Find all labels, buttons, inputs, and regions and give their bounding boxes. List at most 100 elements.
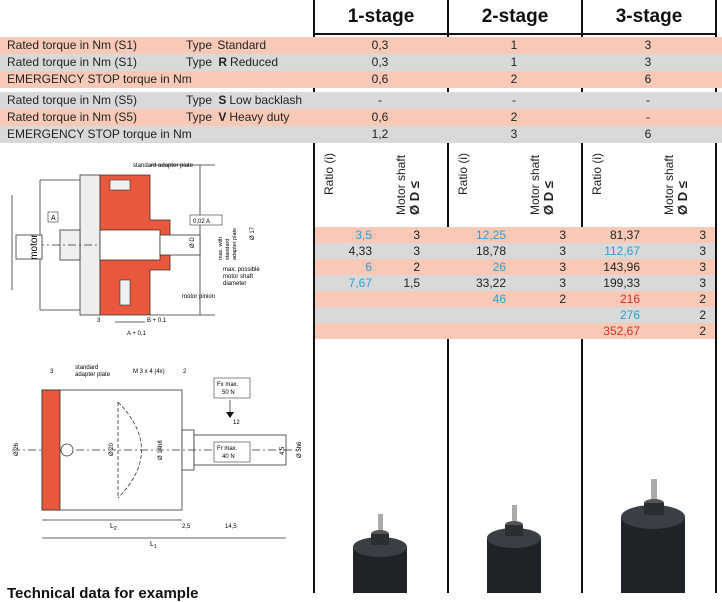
spec-value-1-stage: 0,6 [371,110,389,124]
spec-value-3-stage: 6 [644,72,652,86]
drawing2-o20: Ø 20 [109,442,115,456]
ratio-value: 199,33 [603,276,640,290]
shaft-value: 3 [699,276,706,290]
gearbox-photo-2-stage [487,505,541,593]
drawing1-dim-a: A + 0,1 [127,331,147,337]
shaft-value: 3 [699,228,706,242]
type-prefix: Type [186,55,213,69]
drawing1-dim-b: B + 0,1 [147,318,167,324]
spec-row-type: Type Standard [186,37,266,54]
spec-value-2-stage: 3 [510,127,518,141]
ratio-value: 216 [619,292,640,306]
type-description: Low backlash [229,93,303,107]
spec-value-3-stage: 3 [644,38,652,52]
header-2-stage: 2-stage [481,6,549,27]
type-letter: S [218,93,227,107]
spec-value-1-stage: 0,3 [371,55,389,69]
drawing2-fx-label: Fx max. [217,382,239,388]
header-1-stage: 1-stage [347,6,415,27]
type-prefix: Type [186,38,213,52]
ratio-value: 7,67 [348,276,372,290]
header-3-stage: 3-stage [615,6,683,27]
drawing2-l2: L [110,523,114,530]
drawing1-pinion: motor pinion [182,294,215,300]
ratio-row: 46 2 216 2 [315,291,715,307]
type-letter: V [218,110,227,124]
spec-row-label: Rated torque in Nm (S1) [7,55,138,69]
spec-value-1-stage: 0,3 [371,38,389,52]
spec-value-2-stage: 2 [510,72,518,86]
shaft-value: 3 [413,228,420,242]
ratio-header: Ratio (i) [322,152,336,195]
ratio-value: 3,5 [355,228,372,242]
ratio-value: 4,33 [348,244,372,258]
spec-value-3-stage: - [646,93,650,107]
type-description: Reduced [230,55,279,69]
column-divider-4 [715,0,717,593]
drawing2-dim-25: 2,5 [182,524,191,530]
ratio-value: 352,67 [603,324,640,338]
column-divider-1 [313,0,315,593]
spec-value-2-stage: - [512,93,516,107]
gearbox-section-drawing: motor A standard adapter plate 0,02 A Ø … [11,163,260,337]
ratio-row: 3,5 3 12,25 3 81,37 3 [315,227,715,243]
shaft-value: 2 [699,292,706,306]
drawing1-motor-label: motor [29,234,40,260]
shaft-value: 3 [559,260,566,274]
drawing2-l1: L [150,541,154,548]
drawing2-adapter-plate: adapter plate [75,372,111,378]
ratio-value: 6 [365,260,372,274]
spec-value-2-stage: 1 [510,38,518,52]
motor-shaft-header: Motor shaft [528,154,542,215]
spec-value-1-stage: 0,6 [371,72,389,86]
drawing2-fr-value: 40 N [222,454,235,460]
shaft-value: 3 [699,260,706,274]
svg-text:L2: L2 [110,523,117,532]
shaft-value: 3 [699,244,706,258]
ratio-value: 112,67 [604,244,640,258]
spec-row-label: Rated torque in Nm (S1) [7,38,138,52]
svg-text:L1: L1 [150,541,157,550]
type-letter: R [218,55,228,69]
type-description: Standard [217,38,267,52]
drawing2-fr-label: Fr max. [217,446,238,452]
drawing2-dim-2: 2 [183,369,187,375]
drawing1-o17: Ø 17 [250,226,256,240]
shaft-value: 2 [559,292,566,306]
drawing2-l1-sub: 1 [154,544,157,550]
drawing2-dim-45: 4,5 [280,446,286,455]
motor-shaft-diameter-header: Ø D ≤ [407,181,422,215]
ratio-value: 143,96 [603,260,640,274]
ratio-value: 18,78 [475,244,506,258]
spec-value-1-stage: - [378,93,382,107]
drawing2-o26: Ø 26 [14,442,20,456]
drawing2-standard: standard [75,365,98,371]
ratio-value: 46 [492,292,506,306]
drawing1-diameter: diameter [223,281,246,287]
drawing1-max-possible: max. possible [223,267,260,273]
drawing2-fx-value: 50 N [222,390,235,396]
ratio-value: 81,37 [609,228,640,242]
motor-shaft-diameter-header: Ø D ≤ [675,181,690,215]
ratio-value: 12,25 [475,228,506,242]
drawing2-o14: Ø 14h8 [158,440,164,460]
drawing1-standard: standard [225,239,231,260]
type-prefix: Type [186,93,213,107]
drawing1-motor-shaft: motor shaft [223,274,253,280]
motor-shaft-header: Motor shaft [394,154,408,215]
motor-shaft-header: Motor shaft [662,154,676,215]
ratio-header: Ratio (i) [456,152,470,195]
shaft-value: 3 [559,228,566,242]
shaft-value: 1,5 [403,276,420,290]
drawing2-l2-sub: 2 [114,526,117,532]
shaft-value: 3 [559,276,566,290]
